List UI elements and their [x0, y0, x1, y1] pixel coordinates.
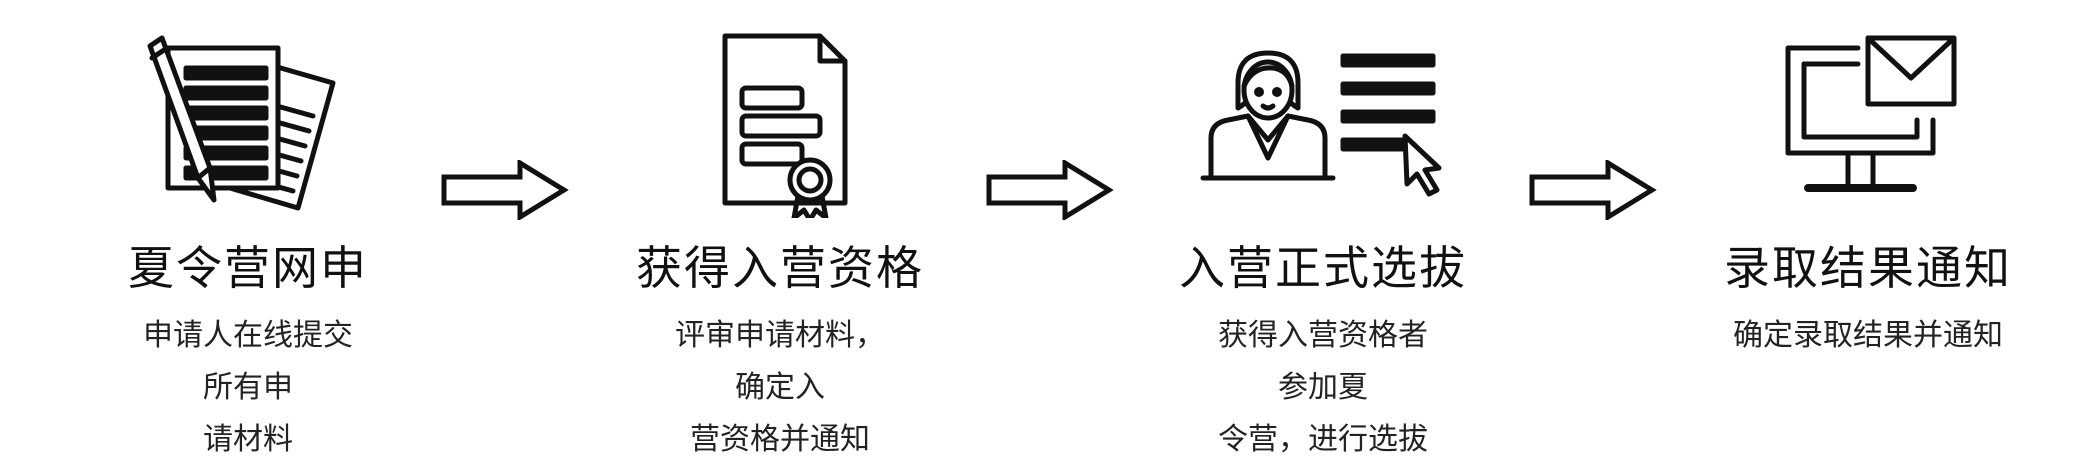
step-title: 录取结果通知: [1724, 241, 2012, 295]
right-arrow-icon: [1528, 160, 1658, 220]
computer-mail-icon: [1758, 28, 1978, 218]
right-arrow-icon: [985, 160, 1115, 220]
right-arrow-icon: [440, 160, 570, 220]
step-qualification: 获得入营资格 评审申请材料，确定入 营资格并通知: [570, 0, 990, 457]
step-selection: 入营正式选拔 获得入营资格者参加夏 令营，进行选拔: [1113, 0, 1533, 457]
certificate-icon: [680, 28, 880, 218]
step-description-line: 获得入营资格者参加夏: [1218, 318, 1428, 405]
step-application: 夏令营网申 申请人在线提交所有申 请材料: [38, 0, 458, 457]
step-description-line: 营资格并通知: [690, 422, 870, 457]
step-description-line: 请材料: [203, 422, 293, 457]
step-description: 获得入营资格者参加夏 令营，进行选拔: [1218, 310, 1428, 466]
step-title: 入营正式选拔: [1179, 241, 1467, 295]
step-description-line: 令营，进行选拔: [1218, 422, 1428, 457]
step-description-line: 申请人在线提交所有申: [143, 318, 353, 405]
step-notification: 录取结果通知 确定录取结果并通知: [1658, 0, 2078, 440]
step-description-line: 评审申请材料，确定入: [675, 318, 885, 405]
step-title: 夏令营网申: [128, 241, 368, 295]
step-description: 确定录取结果并通知: [1733, 310, 2003, 362]
application-documents-icon: [128, 28, 368, 218]
step-description: 申请人在线提交所有申 请材料: [143, 310, 353, 466]
step-description-line: 确定录取结果并通知: [1733, 318, 2003, 353]
candidate-selection-icon: [1193, 28, 1453, 218]
step-title: 获得入营资格: [636, 241, 924, 295]
step-description: 评审申请材料，确定入 营资格并通知: [675, 310, 885, 466]
